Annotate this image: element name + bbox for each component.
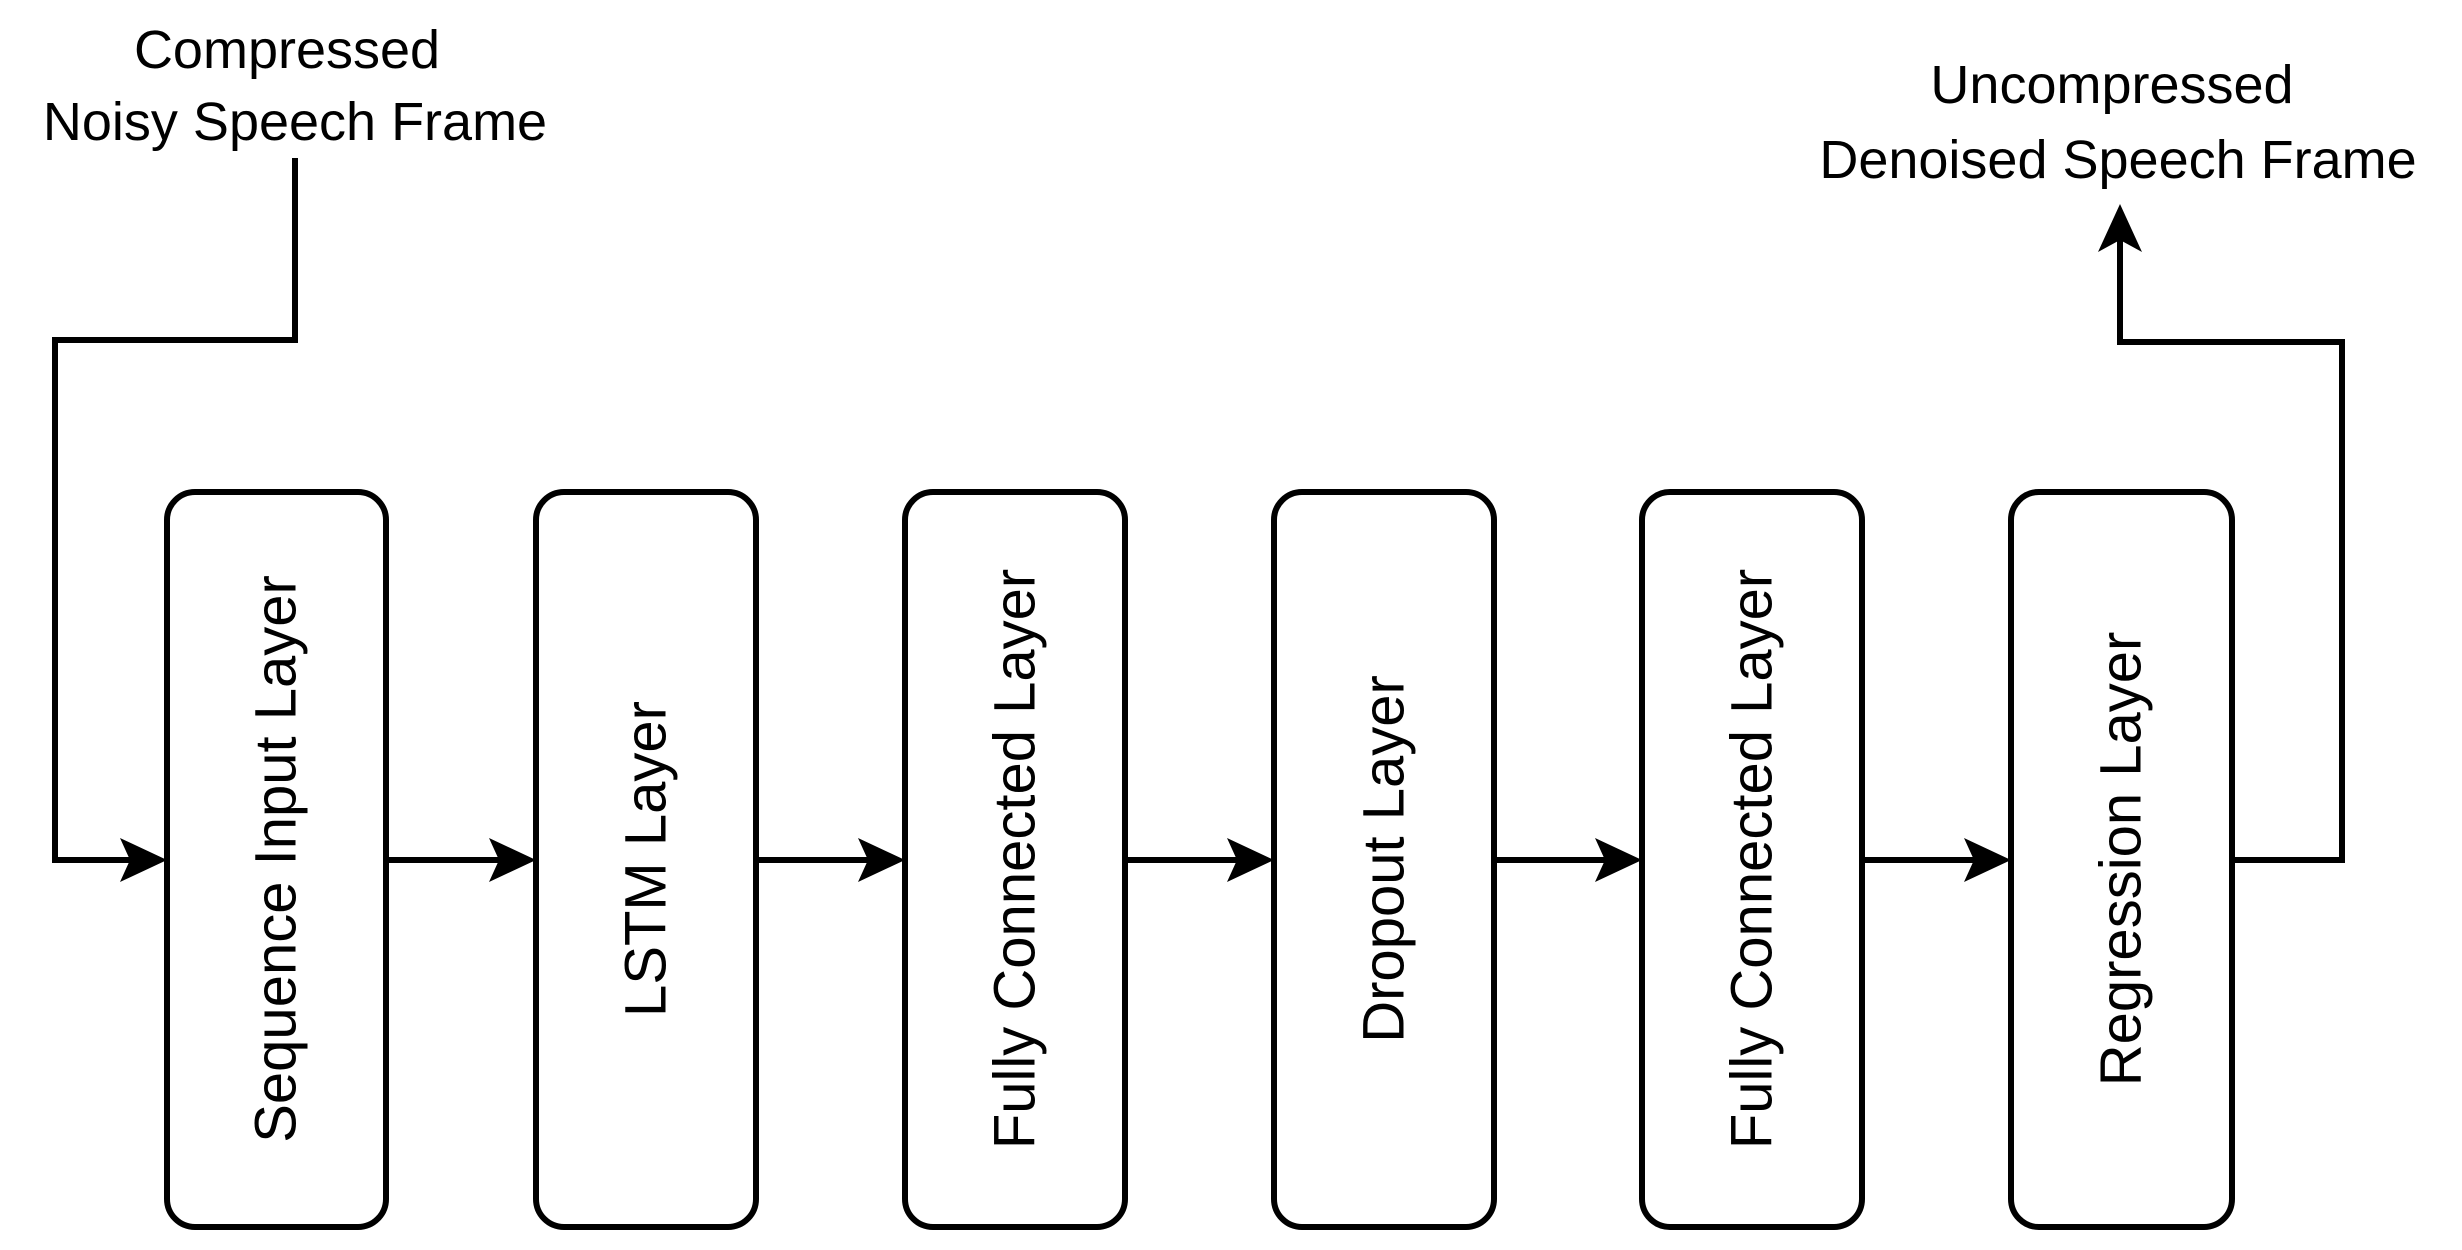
layer-sequence-input: Sequence Input Layer xyxy=(164,489,389,1230)
arrow-5-6-head xyxy=(1964,838,2011,882)
output-label-line1: Uncompressed xyxy=(1930,55,2293,115)
arrow-1-2-head xyxy=(489,838,536,882)
layer-regression: Regression Layer xyxy=(2008,489,2235,1230)
layer-label: Fully Connected Layer xyxy=(983,569,1048,1149)
input-label-line2: Noisy Speech Frame xyxy=(43,92,547,152)
arrow-2-3-head xyxy=(858,838,905,882)
layer-box xyxy=(533,489,759,1230)
layer-label: Fully Connected Layer xyxy=(1720,569,1785,1149)
input-connector xyxy=(52,158,298,863)
layer-arrows xyxy=(386,838,2011,882)
layer-box xyxy=(2008,489,2235,1230)
arrow-3-4-head xyxy=(1227,838,1274,882)
layer-fully-connected-2: Fully Connected Layer xyxy=(1639,489,1865,1230)
layer-box xyxy=(902,489,1128,1230)
output-label-line2: Denoised Speech Frame xyxy=(1819,130,2416,190)
layer-dropout: Dropout Layer xyxy=(1271,489,1497,1230)
layer-box xyxy=(1639,489,1865,1230)
layer-label: Sequence Input Layer xyxy=(244,575,309,1143)
layer-lstm: LSTM Layer xyxy=(533,489,759,1230)
layer-box xyxy=(1271,489,1497,1230)
layer-label: LSTM Layer xyxy=(614,701,679,1017)
output-connector xyxy=(2117,228,2345,863)
arrow-4-5-head xyxy=(1595,838,1642,882)
layer-box xyxy=(164,489,389,1230)
layer-fully-connected-1: Fully Connected Layer xyxy=(902,489,1128,1230)
layer-label: Regression Layer xyxy=(2089,632,2154,1087)
input-arrowhead xyxy=(120,838,167,882)
layer-label: Dropout Layer xyxy=(1352,675,1417,1043)
output-arrowhead xyxy=(2098,204,2142,252)
input-label-line1: Compressed xyxy=(134,20,440,80)
